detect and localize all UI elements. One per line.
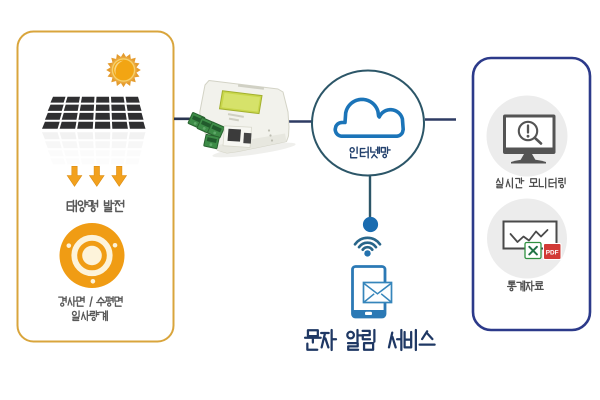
svg-text:PDF: PDF — [546, 250, 559, 257]
